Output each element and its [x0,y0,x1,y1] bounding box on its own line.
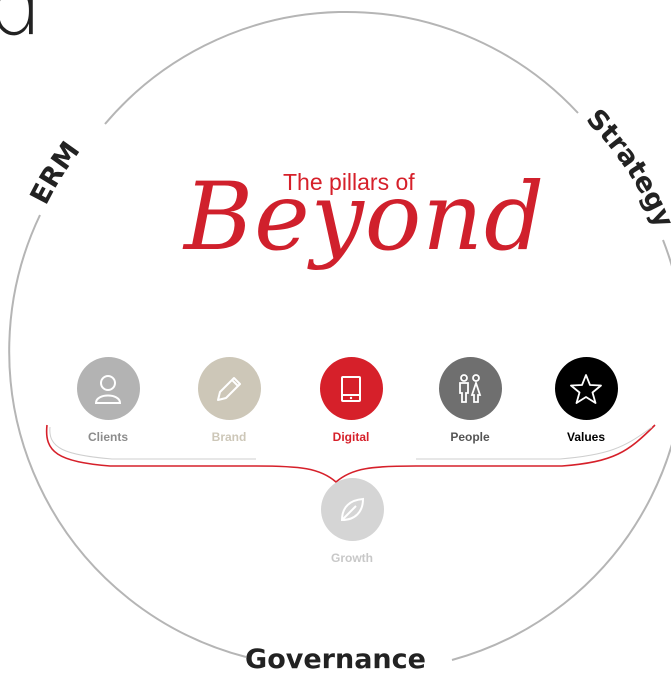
pillar-label-people: People [450,430,490,444]
leaf-icon [320,478,384,541]
pillar-label-clients: Clients [87,430,128,444]
tablet-icon [319,357,383,420]
ring-label-governance: Governance [245,644,426,675]
ring-label-strategy: Strategy [580,103,671,232]
ring-label-erm: ERM [24,136,86,209]
pencil-icon [197,357,261,420]
pillar-clients[interactable]: Clients [53,357,163,444]
pillar-label-values: Values [566,430,606,444]
ring-segment-top [104,10,579,125]
pillar-label-brand: Brand [211,430,247,444]
pillar-label-digital: Digital [332,430,370,444]
pillar-people[interactable]: People [415,357,525,444]
person-icon [76,357,140,420]
pillar-label-growth: Growth [331,551,373,565]
pillar-values[interactable]: Values [531,357,641,444]
pillar-brand[interactable]: Brand [174,357,284,444]
ring-segment-left [8,214,247,658]
pillar-growth[interactable]: Growth [297,478,407,565]
heading-tagline: The pillars of [283,169,415,195]
ring-segment-right [451,239,671,661]
star-icon [554,357,618,420]
bracket-shadow [49,426,256,460]
corner-partial-text: d [0,0,43,55]
heading-brand-script: Beyond [184,163,546,272]
people-icon [438,357,502,420]
pillar-digital[interactable]: Digital [296,357,406,444]
